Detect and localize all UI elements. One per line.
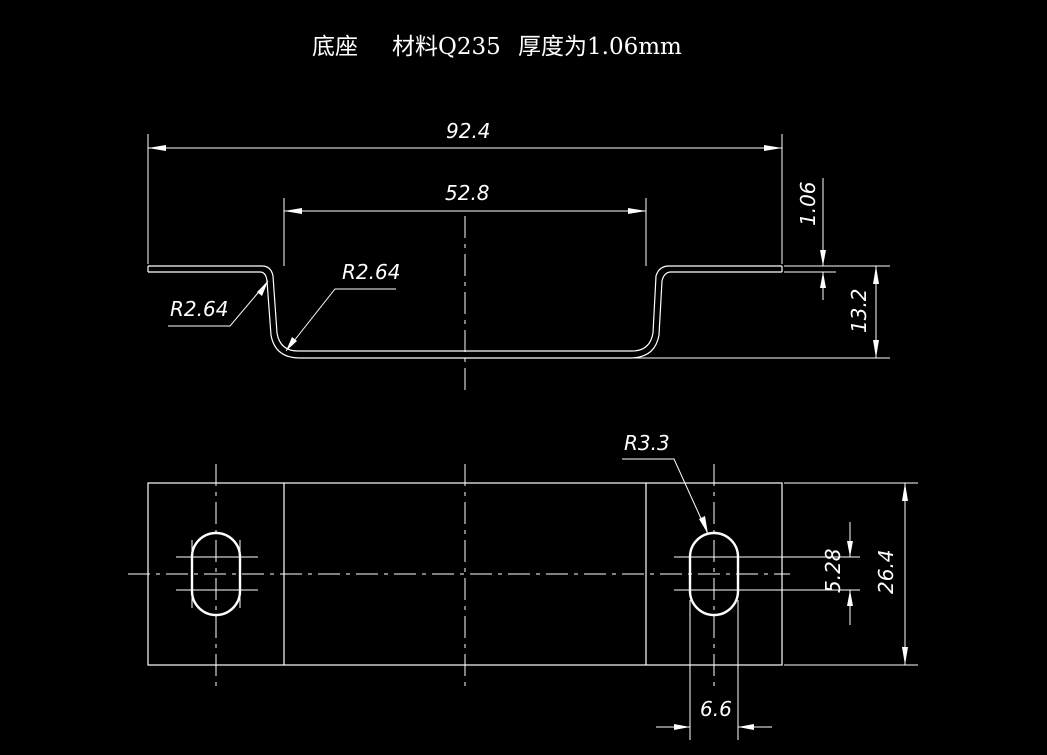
dim-depth-label: 13.2 [847,288,871,333]
dim-slot-height: 5.28 [740,522,860,625]
dim-thickness: 1.06 [784,178,836,300]
dim-slot-width: 6.6 [656,600,772,740]
bend-radius-inner-label: R2.64 [342,260,400,284]
front-view [147,216,783,396]
dim-inner-length: 52.8 [283,181,647,266]
slot-radius-label: R3.3 [624,431,670,455]
dim-thickness-label: 1.06 [796,181,820,226]
top-view [128,464,790,688]
dim-slot-width-label: 6.6 [700,697,732,721]
bend-radius-outer-label: R2.64 [170,297,228,321]
dim-overall-width-label: 26.4 [874,549,898,594]
leader-bend-radius-outer: R2.64 [168,280,269,327]
dim-depth: 13.2 [632,265,890,359]
dim-slot-height-label: 5.28 [821,548,845,593]
leader-slot-radius: R3.3 [622,431,709,535]
title-thickness: 厚度为1.06mm [518,34,682,60]
title-part-name: 底座 [312,34,358,60]
title-material: 材料Q235 [392,34,501,60]
dim-inner-length-label: 52.8 [445,181,490,205]
right-slot [688,531,740,617]
leader-bend-radius-inner: R2.64 [285,260,400,352]
dim-overall-length: 92.4 [147,119,783,264]
dim-overall-length-label: 92.4 [446,119,491,143]
dim-overall-width: 26.4 [784,482,918,666]
